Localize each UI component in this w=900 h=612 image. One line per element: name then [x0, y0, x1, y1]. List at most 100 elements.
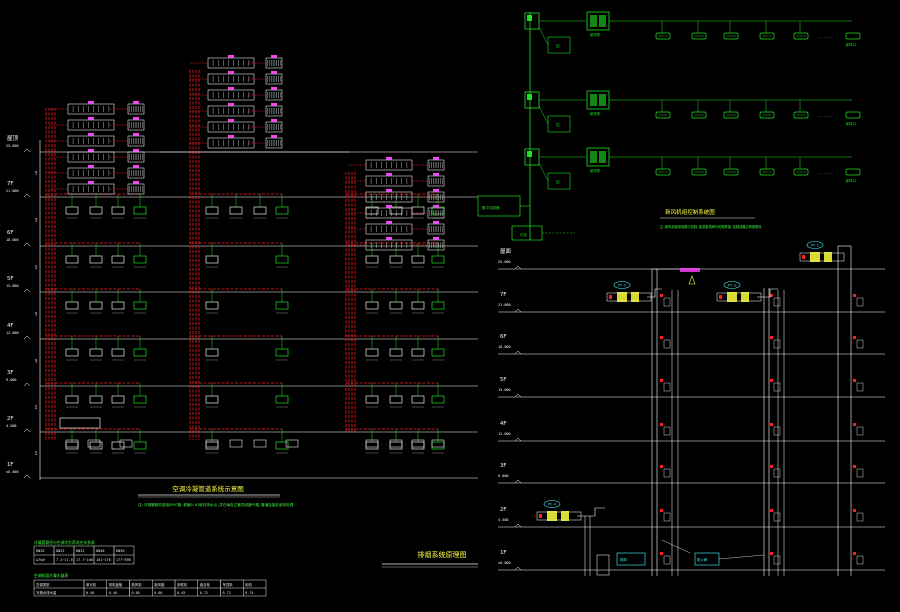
central-controller-label: 集中控制器	[482, 205, 500, 210]
left-floor-elevation: 25.600	[6, 144, 19, 148]
fan-damper	[719, 295, 722, 299]
table-cell: 多联机	[177, 582, 188, 587]
fan-tag-bubble	[806, 241, 824, 249]
unit-tag	[433, 205, 439, 208]
smoke-vent	[773, 382, 781, 392]
indoor-ac-unit	[87, 439, 101, 448]
fresh-air-fan	[590, 151, 597, 163]
unit-tag	[271, 55, 277, 58]
elevation-marker	[23, 193, 31, 198]
right-floor-name: 3F	[500, 463, 507, 469]
left-rooftop-outdoor-units	[50, 55, 445, 251]
outdoor-unit	[265, 121, 283, 133]
right-floor-elevation: 4.500	[498, 518, 509, 522]
supply-air-outlet	[723, 168, 739, 176]
fan-damper	[609, 295, 612, 299]
control-panel-indicator	[527, 15, 532, 21]
continuation-dots: ......	[818, 34, 832, 39]
unit-tag	[133, 133, 139, 136]
exhaust-fan-body	[617, 292, 627, 302]
table-cell: 空调类型	[36, 582, 50, 587]
control-panel-indicator	[527, 151, 532, 157]
controller-link	[538, 26, 549, 46]
supply-air-outlet	[759, 32, 775, 40]
table-cell: 新风机	[132, 582, 143, 587]
unit-tag	[386, 205, 392, 208]
control-panel-indicator	[527, 94, 532, 100]
left-riser-stacks	[45, 70, 356, 440]
supply-air-outlet	[759, 168, 775, 176]
exhaust-fan-silencer	[824, 252, 832, 262]
outdoor-unit	[127, 183, 145, 195]
fan-tag-bubble	[613, 281, 631, 289]
table-cell: 7.1~17.6	[56, 558, 73, 562]
fresh-air-fan	[590, 15, 597, 27]
fire-damper	[660, 509, 663, 512]
elevation-marker	[514, 437, 522, 442]
outdoor-unit	[265, 137, 283, 149]
fire-damper	[660, 552, 663, 555]
left-floor-name: 3F	[7, 370, 14, 376]
smoke-vent	[663, 297, 671, 307]
unit-tag	[133, 117, 139, 120]
table-cell: DN40	[96, 549, 104, 553]
indoor-ac-unit	[205, 439, 219, 448]
outdoor-unit	[427, 159, 445, 171]
smoke-exhaust-diagram: 屋面25.6007F21.0006F18.0005F15.0004F12.000…	[498, 241, 885, 576]
local-controller-label: 控	[556, 179, 560, 184]
left-floor-elevation: 12.000	[6, 331, 19, 335]
unit-tag	[88, 133, 94, 136]
table-cell: 0.45	[177, 591, 185, 595]
right-diagram-title: 排烟系统原理图	[418, 550, 467, 559]
left-dimension-value: 5	[35, 451, 38, 456]
smoke-vent	[773, 426, 781, 436]
table-cell: 风机盘管	[109, 582, 123, 587]
fire-damper	[660, 336, 663, 339]
table-cell: 柜机	[245, 582, 252, 587]
right-floor-name: 6F	[500, 334, 507, 340]
smoke-vent	[773, 555, 781, 565]
elevation-marker	[514, 308, 522, 313]
fire-damper	[853, 509, 856, 512]
unit-tag	[271, 71, 277, 74]
unit-tag	[271, 87, 277, 90]
supply-air-outlet	[691, 168, 707, 176]
unit-tag	[386, 221, 392, 224]
supply-air-outlet	[655, 111, 671, 119]
supply-air-outlet	[691, 32, 707, 40]
unit-tag	[228, 55, 234, 58]
left-floor-levels: 屋顶25.6007F21.0006F18.0005F15.0004F12.000…	[6, 135, 478, 480]
local-controller-label: 控	[556, 122, 560, 127]
fire-damper	[853, 423, 856, 426]
outdoor-unit	[265, 73, 283, 85]
ground-equipment-label: 排风	[620, 557, 627, 562]
leader-line	[718, 554, 765, 560]
table-cell: 0.60	[154, 591, 162, 595]
unit-tag	[88, 117, 94, 120]
table-cell: 冷凝水排水量	[36, 590, 57, 595]
fan-tag: PY-2	[618, 284, 626, 288]
fan-tag: PY-4	[548, 503, 556, 507]
elevation-marker	[23, 428, 31, 433]
unit-tag	[88, 181, 94, 184]
outdoor-unit	[427, 191, 445, 203]
exhaust-duct	[799, 252, 845, 262]
table-cell: 0.72	[200, 591, 208, 595]
left-floor-name: 4F	[7, 323, 14, 329]
right-floor-name: 7F	[500, 292, 507, 298]
table-cell: 新风箱	[154, 582, 165, 587]
supply-air-outlet	[655, 168, 671, 176]
smoke-vent	[773, 297, 781, 307]
elevation-marker	[514, 566, 522, 571]
left-dimension-value: 5	[35, 405, 38, 410]
ground-equipment-box	[616, 552, 646, 566]
smoke-vent	[773, 339, 781, 349]
left-floor-name: 1F	[7, 462, 14, 468]
unit-tag	[228, 103, 234, 106]
table-cell: DN25	[56, 549, 64, 553]
left-dimension-value: 5	[35, 265, 38, 270]
smoke-vent	[663, 555, 671, 565]
